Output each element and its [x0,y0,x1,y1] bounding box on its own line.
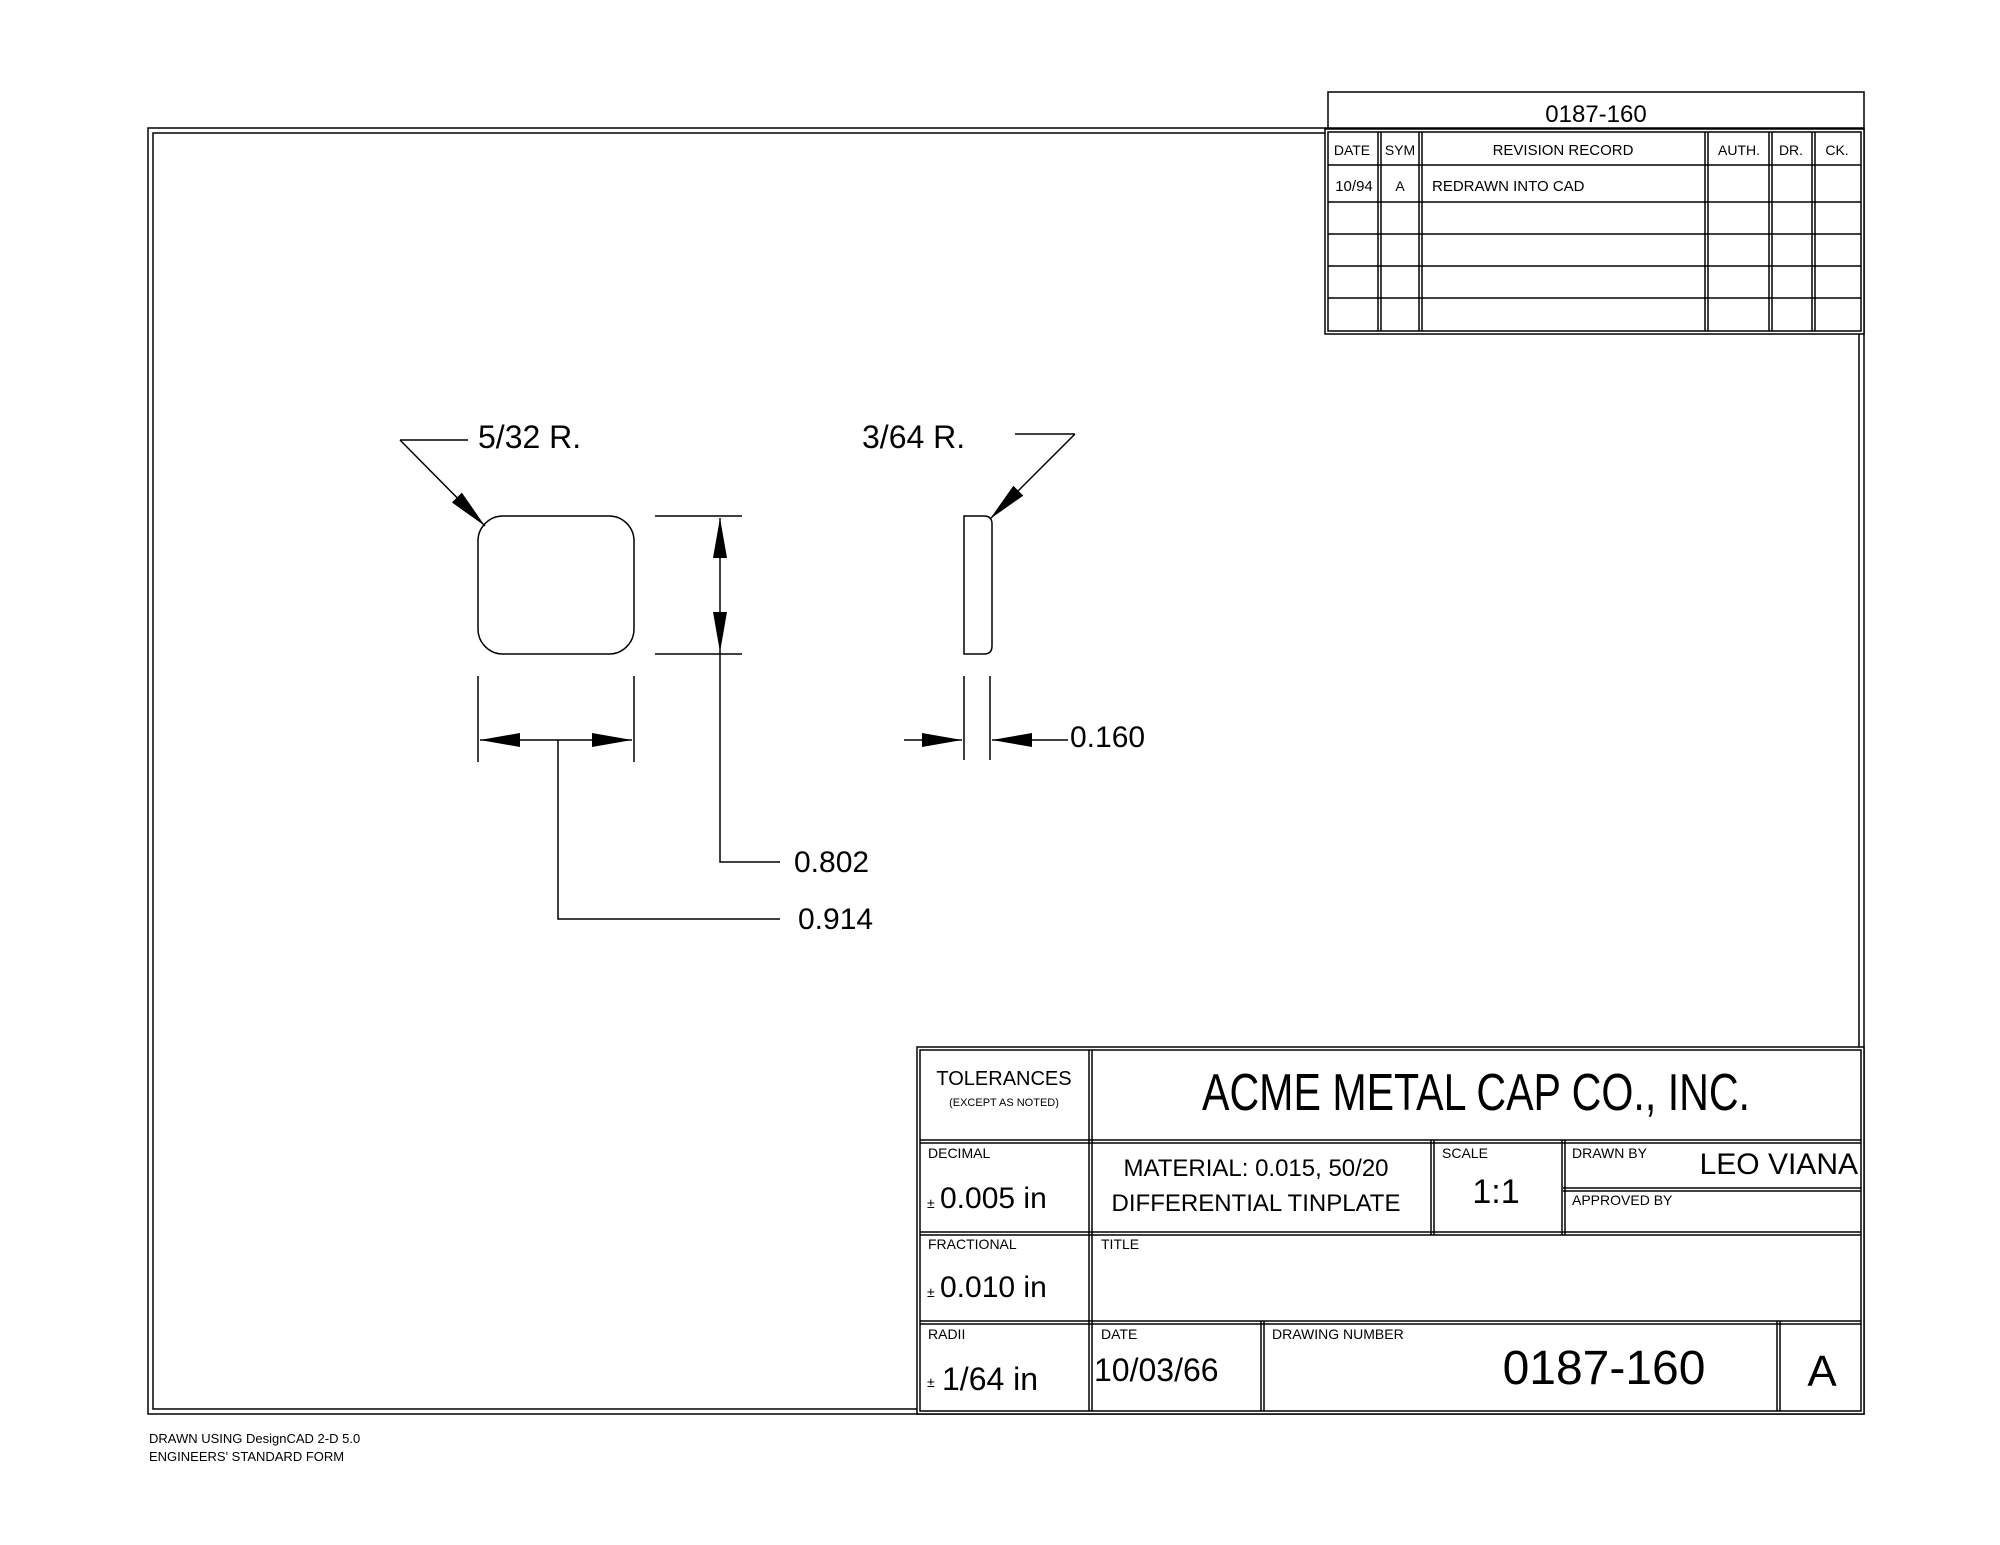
revision-block-text: 0187-160 DATE SYM REVISION RECORD AUTH. … [1334,101,1849,195]
rev-header-dr: DR. [1779,142,1803,158]
drawing-number-label: DRAWING NUMBER [1272,1326,1404,1342]
footer-line1: DRAWN USING DesignCAD 2-D 5.0 [149,1431,360,1446]
height-label: 0.802 [794,846,869,879]
thickness-label: 0.160 [1070,721,1145,754]
dimension-labels: 5/32 R. 3/64 R. 0.160 0.802 0.914 [478,419,1145,936]
revision-drawing-number: 0187-160 [1545,101,1646,128]
revision-block [1324,91,1865,335]
title-label: TITLE [1101,1236,1139,1252]
footer-line2: ENGINEERS' STANDARD FORM [149,1449,344,1464]
width-label: 0.914 [798,903,873,936]
company-name: ACME METAL CAP CO., INC. [1202,1064,1750,1122]
side-view [904,433,1076,760]
front-view-outline [477,515,635,655]
side-radius-label: 3/64 R. [862,419,965,455]
fractional-value: 0.010 in [940,1271,1047,1304]
front-view [399,439,780,920]
rev-header-auth: AUTH. [1718,142,1760,158]
rev-row-sym: A [1395,178,1405,194]
scale-label: SCALE [1442,1145,1488,1161]
except-label: (EXCEPT AS NOTED) [949,1097,1059,1109]
side-view-outline [963,515,993,655]
radii-label: RADII [928,1326,965,1342]
radii-value: 1/64 in [942,1361,1038,1397]
scale-value: 1:1 [1472,1173,1519,1211]
material-line2: DIFFERENTIAL TINPLATE [1112,1190,1401,1217]
drawing-number-value: 0187-160 [1503,1342,1706,1395]
rev-row-date: 10/94 [1335,178,1373,195]
footer: DRAWN USING DesignCAD 2-D 5.0 ENGINEERS'… [149,1431,360,1464]
decimal-value: 0.005 in [940,1182,1047,1215]
drawn-by-label: DRAWN BY [1572,1145,1648,1161]
rev-header-record: REVISION RECORD [1493,142,1634,159]
approved-by-label: APPROVED BY [1572,1192,1673,1208]
date-value: 10/03/66 [1094,1352,1219,1388]
rev-row-record: REDRAWN INTO CAD [1432,178,1585,195]
revision-letter: A [1807,1347,1837,1396]
rev-header-date: DATE [1334,142,1370,158]
fractional-label: FRACTIONAL [928,1236,1017,1252]
title-block-text: TOLERANCES (EXCEPT AS NOTED) ACME METAL … [927,1064,1858,1397]
decimal-label: DECIMAL [928,1145,990,1161]
decimal-plus-minus: ± [927,1195,935,1211]
rev-header-ck: CK. [1825,142,1848,158]
rev-header-sym: SYM [1385,142,1415,158]
date-label: DATE [1101,1326,1137,1342]
drawn-by-value: LEO VIANA [1700,1148,1858,1181]
tolerances-label: TOLERANCES [936,1068,1071,1090]
material-line1: MATERIAL: 0.015, 50/20 [1123,1155,1388,1182]
front-radius-label: 5/32 R. [478,419,581,455]
fractional-plus-minus: ± [927,1284,935,1300]
title-block [916,1046,1865,1415]
radii-plus-minus: ± [927,1374,935,1390]
